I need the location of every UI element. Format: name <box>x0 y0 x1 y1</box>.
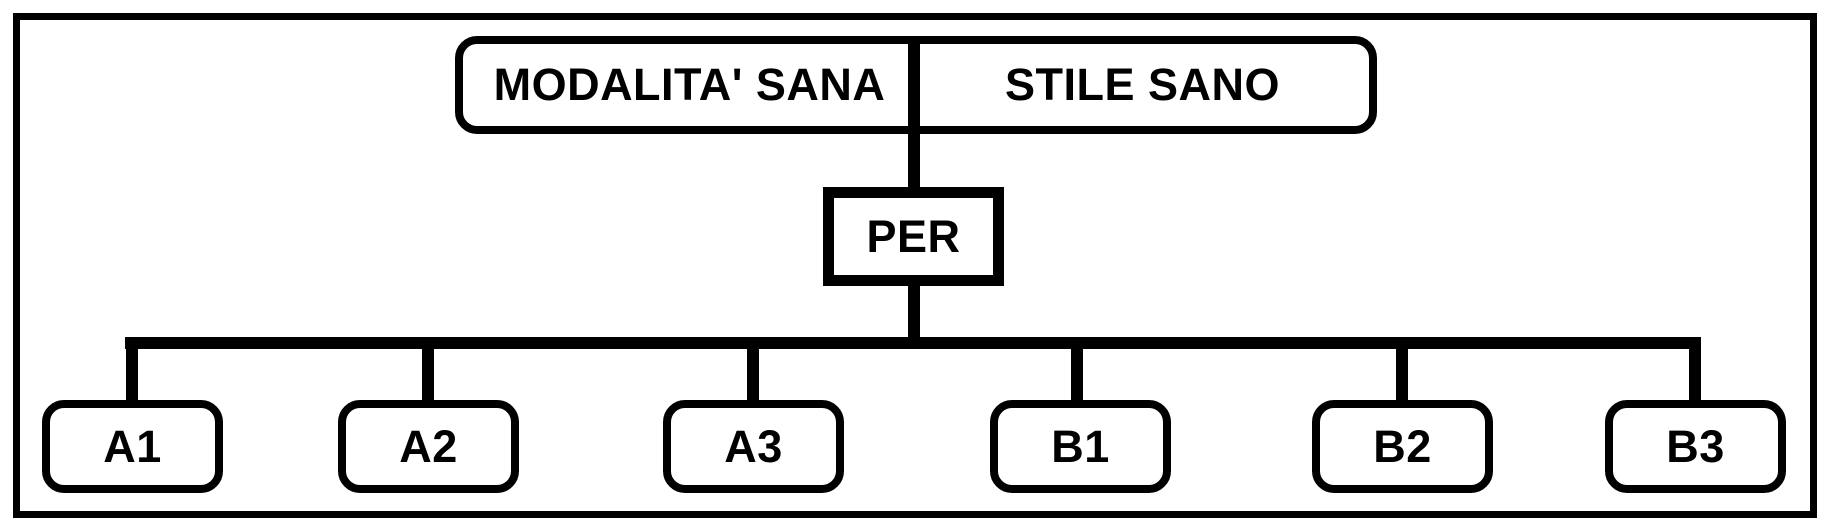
root-right-label: STILE SANO <box>1004 59 1281 110</box>
root-cell-stile-sano: STILE SANO <box>916 44 1369 126</box>
child-box-a2: A2 <box>338 400 519 493</box>
root-left-label: MODALITA' SANA <box>493 59 886 110</box>
drop-line-b3 <box>1689 337 1701 403</box>
child-box-a1: A1 <box>42 400 223 493</box>
child-label-b3: B3 <box>1666 420 1725 472</box>
drop-line-a3 <box>747 337 759 403</box>
child-label-b1: B1 <box>1051 420 1110 472</box>
per-label: PER <box>866 210 961 262</box>
child-label-a1: A1 <box>103 420 162 472</box>
child-label-a3: A3 <box>724 420 783 472</box>
child-box-b2: B2 <box>1312 400 1493 493</box>
root-cell-modalita-sana: MODALITA' SANA <box>463 44 916 126</box>
child-box-b1: B1 <box>990 400 1171 493</box>
child-label-a2: A2 <box>399 420 458 472</box>
drop-line-a2 <box>422 337 434 403</box>
drop-line-b2 <box>1396 337 1408 403</box>
drop-line-b1 <box>1071 337 1083 403</box>
child-label-b2: B2 <box>1373 420 1432 472</box>
per-box: PER <box>823 187 1004 286</box>
horizontal-bus-line <box>125 337 1701 349</box>
trunk-line-per-to-bus <box>908 284 920 349</box>
child-box-b3: B3 <box>1605 400 1786 493</box>
drop-line-a1 <box>126 337 138 403</box>
outer-frame <box>13 13 1817 518</box>
child-box-a3: A3 <box>663 400 844 493</box>
root-divider-trunk-line <box>908 36 920 188</box>
